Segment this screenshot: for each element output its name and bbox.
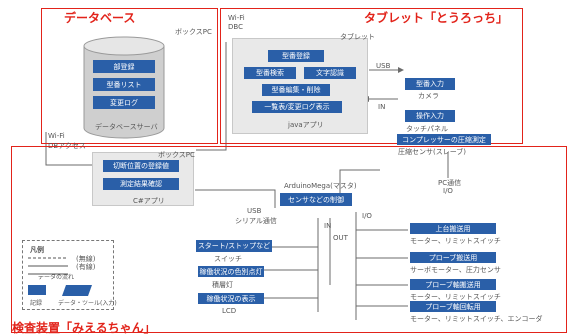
inspection-serial-label: シリアル通信 — [235, 217, 277, 225]
db-server-label: データベースサーバ — [95, 123, 158, 131]
pc-comm-label: PC通信 — [438, 179, 462, 187]
start-stop-box: スタート/ストップなど — [196, 240, 272, 252]
inspection-frame — [11, 146, 567, 333]
db-item-model-list: 型番リスト — [93, 78, 155, 91]
arduino-label: ArduinoMega(マスタ) — [284, 182, 357, 190]
legend-manual-icon — [62, 285, 92, 296]
lamp-box: 稼働状況の色別点灯 — [198, 266, 264, 277]
tablet-in-label: IN — [378, 103, 386, 111]
compressor-io-label: I/O — [443, 187, 453, 195]
db-wifi-label: Wi-Fi — [48, 132, 65, 140]
tablet-device-label: タブレット — [340, 33, 375, 41]
tablet-camera-label: カメラ — [418, 92, 439, 100]
legend-manual-label: データ・ツール(入力) — [58, 300, 117, 307]
compressor-box: コンプレッサーの圧縮測定 — [397, 134, 491, 145]
inspection-io-label: I/O — [362, 212, 372, 220]
tablet-dbc-label: DBC — [228, 23, 243, 31]
legend-storage-label: 記録 — [30, 300, 43, 307]
unit-probe-axis-rotation: プローブ軸回転用 — [410, 301, 496, 312]
database-frame — [41, 8, 218, 144]
c-item-cut-position: 切断位置の登録値 — [103, 160, 179, 172]
app-model-search: 型番検索 — [244, 67, 296, 79]
tablet-title: タブレット「とうろっち」 — [364, 11, 509, 25]
tablet-app-label: javaアプリ — [288, 121, 324, 129]
tablet-operation-input: 操作入力 — [405, 110, 455, 122]
unit-probe-transport-sub: サーボモーター、圧力センサ — [410, 266, 501, 274]
tablet-usb-label: USB — [376, 62, 391, 70]
app-char-recognition: 文字認識 — [304, 67, 356, 79]
db-pc-label: ボックスPC — [175, 28, 212, 36]
app-model-register: 型番登録 — [268, 50, 324, 62]
unit-top-stage-sub: モーター、リミットスイッチ — [410, 237, 501, 245]
unit-probe-axis-transport-sub: モーター、リミットスイッチ — [410, 293, 501, 301]
start-stop-sub-label: スイッチ — [214, 255, 242, 263]
db-item-change-log: 変更ログ — [93, 96, 155, 109]
legend-wireless: (有線) — [76, 263, 96, 271]
inspection-in-label: IN — [324, 222, 332, 230]
tablet-wifi-label: Wi-Fi — [228, 14, 245, 22]
unit-probe-axis-transport: プローブ軸搬送用 — [410, 279, 496, 290]
database-title: データベース — [64, 11, 136, 25]
legend-line-icons — [28, 257, 68, 275]
sensor-control-box: センサなどの制御 — [280, 193, 352, 206]
unit-probe-transport: プローブ搬送用 — [410, 252, 496, 263]
compressor-sub-label: 圧縮センサ(スレーブ) — [398, 148, 467, 156]
legend-data-flow: データの流れ — [38, 274, 75, 281]
app-list-log-display: 一覧表/変更ログ表示 — [252, 101, 342, 113]
inspection-pc-label: ボックスPC — [158, 151, 195, 159]
app-model-edit-delete: 型番編集・削除 — [262, 84, 330, 96]
unit-top-stage: 上台搬送用 — [410, 223, 496, 234]
legend-wired: (無線) — [76, 255, 96, 263]
legend-storage-swatch — [28, 285, 46, 295]
inspection-usb-label: USB — [247, 207, 262, 215]
tablet-frame — [220, 8, 523, 144]
tablet-model-input: 型番入力 — [405, 78, 455, 90]
db-item-register: 部登録 — [93, 60, 155, 73]
c-item-measure-result: 測定結果確認 — [103, 178, 179, 190]
legend-title: 凡例 — [30, 246, 44, 254]
legend-box — [22, 240, 114, 310]
display-sub-label: LCD — [222, 307, 237, 315]
display-box: 稼働状況の表示 — [198, 293, 264, 304]
inspection-out-label: OUT — [333, 234, 348, 242]
inspection-title: 検査装置「みえるちゃん」 — [12, 321, 156, 335]
tablet-touch-panel-label: タッチパネル — [406, 125, 448, 133]
unit-probe-axis-rotation-sub: モーター、リミットスイッチ、エンコーダ — [410, 315, 543, 323]
lamp-sub-label: 積層灯 — [212, 281, 233, 289]
c-app-label: C#アプリ — [133, 197, 165, 205]
